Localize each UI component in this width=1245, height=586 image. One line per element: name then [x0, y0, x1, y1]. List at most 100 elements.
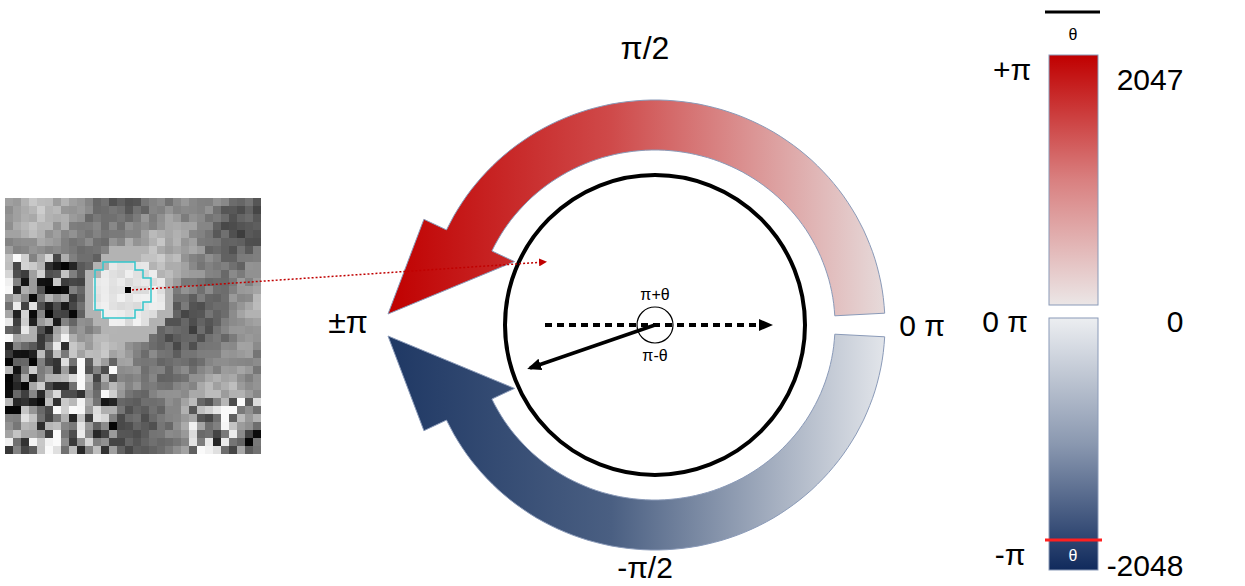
image-pixel: [197, 374, 205, 382]
image-pixel: [205, 342, 213, 350]
image-pixel: [253, 310, 261, 318]
image-pixel: [37, 430, 45, 438]
image-pixel: [61, 422, 69, 430]
image-pixel: [101, 350, 109, 358]
image-pixel: [29, 390, 37, 398]
image-pixel: [165, 366, 173, 374]
image-pixel: [229, 302, 237, 310]
image-pixel: [181, 430, 189, 438]
image-pixel: [229, 198, 237, 206]
image-pixel: [37, 446, 45, 454]
image-pixel: [93, 430, 101, 438]
image-pixel: [77, 278, 85, 286]
image-pixel: [205, 358, 213, 366]
image-pixel: [141, 414, 149, 422]
image-pixel: [93, 446, 101, 454]
image-pixel: [133, 294, 141, 302]
image-pixel: [149, 302, 157, 310]
image-pixel: [77, 326, 85, 334]
image-pixel: [229, 262, 237, 270]
image-pixel: [85, 406, 93, 414]
image-pixel: [77, 374, 85, 382]
image-pixel: [5, 238, 13, 246]
image-pixel: [205, 422, 213, 430]
image-pixel: [45, 318, 53, 326]
image-pixel: [157, 374, 165, 382]
image-pixel: [157, 262, 165, 270]
image-pixel: [85, 366, 93, 374]
image-pixel: [229, 366, 237, 374]
image-pixel: [45, 358, 53, 366]
image-pixel: [205, 198, 213, 206]
image-pixel: [101, 358, 109, 366]
image-pixel: [197, 390, 205, 398]
image-pixel: [13, 262, 21, 270]
image-pixel: [205, 254, 213, 262]
image-pixel: [157, 334, 165, 342]
image-pixel: [133, 326, 141, 334]
image-pixel: [245, 358, 253, 366]
image-pixel: [13, 382, 21, 390]
image-pixel: [29, 438, 37, 446]
image-pixel: [189, 206, 197, 214]
image-pixel: [197, 254, 205, 262]
image-pixel: [133, 398, 141, 406]
image-pixel: [213, 286, 221, 294]
image-pixel: [173, 342, 181, 350]
image-pixel: [85, 294, 93, 302]
image-pixel: [229, 278, 237, 286]
image-pixel: [37, 326, 45, 334]
image-pixel: [93, 334, 101, 342]
image-pixel: [181, 254, 189, 262]
image-pixel: [213, 406, 221, 414]
image-pixel: [93, 286, 101, 294]
image-pixel: [37, 262, 45, 270]
image-pixel: [117, 366, 125, 374]
image-pixel: [13, 422, 21, 430]
image-pixel: [53, 246, 61, 254]
image-pixel: [125, 438, 133, 446]
image-pixel: [197, 398, 205, 406]
image-pixel: [77, 206, 85, 214]
image-pixel: [229, 414, 237, 422]
image-pixel: [29, 302, 37, 310]
roi-outline: [95, 262, 151, 318]
image-pixel: [221, 198, 229, 206]
colorbar-positive: [1049, 55, 1098, 305]
image-pixel: [37, 198, 45, 206]
image-pixel: [101, 270, 109, 278]
image-pixel: [149, 230, 157, 238]
image-pixel: [117, 350, 125, 358]
image-pixel: [29, 382, 37, 390]
image-pixel: [45, 198, 53, 206]
leader-line: [132, 262, 545, 290]
image-pixel: [69, 358, 77, 366]
image-pixel: [69, 302, 77, 310]
image-pixel: [125, 414, 133, 422]
image-pixel: [21, 358, 29, 366]
image-pixel: [85, 414, 93, 422]
image-pixel: [53, 334, 61, 342]
image-pixel: [45, 414, 53, 422]
image-pixel: [205, 318, 213, 326]
image-pixel: [61, 438, 69, 446]
image-pixel: [229, 446, 237, 454]
image-pixel: [213, 302, 221, 310]
image-pixel: [13, 278, 21, 286]
image-pixel: [29, 430, 37, 438]
image-pixel: [205, 374, 213, 382]
image-pixel: [125, 422, 133, 430]
image-pixel: [157, 206, 165, 214]
image-pixel: [149, 414, 157, 422]
image-pixel: [37, 334, 45, 342]
image-pixel: [85, 430, 93, 438]
image-pixel: [133, 198, 141, 206]
image-pixel: [181, 230, 189, 238]
image-pixel: [21, 198, 29, 206]
image-pixel: [205, 246, 213, 254]
image-pixel: [213, 294, 221, 302]
image-pixel: [77, 366, 85, 374]
image-pixel: [101, 230, 109, 238]
image-pixel: [53, 390, 61, 398]
image-pixel: [189, 294, 197, 302]
